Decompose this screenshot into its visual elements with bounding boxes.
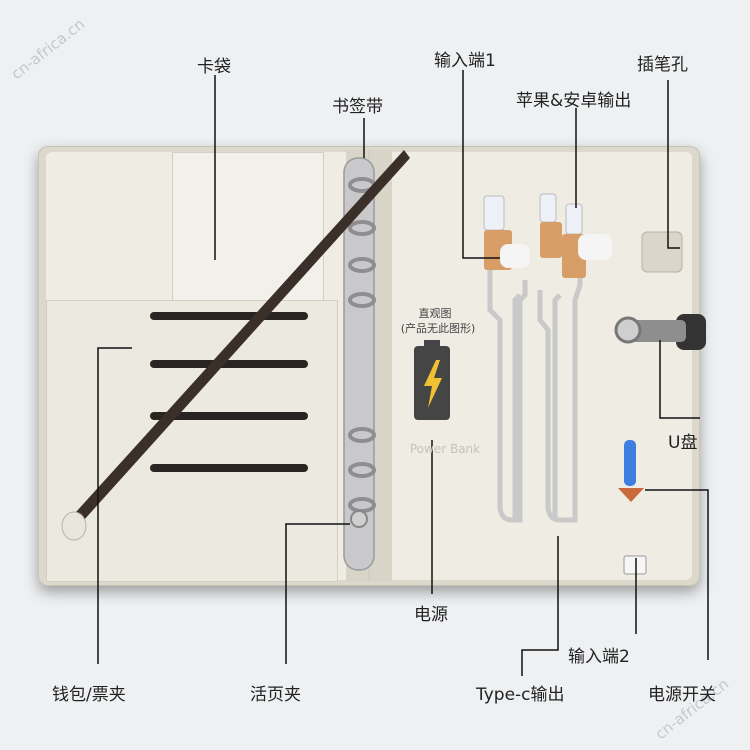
label-input2: 输入端2 bbox=[568, 647, 630, 667]
power-bank-caption-line2: (产品无此图形) bbox=[400, 322, 476, 335]
power-switch bbox=[618, 488, 644, 502]
wallet-tab bbox=[61, 511, 87, 541]
wallet-pocket bbox=[46, 300, 338, 582]
leader-lines bbox=[97, 70, 709, 676]
label-usb-disk: U盘 bbox=[668, 433, 698, 453]
lightning-connector bbox=[565, 203, 583, 235]
bookmark-ribbon bbox=[76, 150, 410, 520]
typec-body bbox=[540, 222, 562, 258]
card-slot-2 bbox=[150, 360, 308, 368]
label-wallet: 钱包/票夹 bbox=[52, 685, 126, 705]
label-typec-output: Type-c输出 bbox=[476, 685, 565, 705]
usb-cables bbox=[487, 265, 583, 523]
usb-a-plug bbox=[483, 195, 505, 231]
cable-holder-left bbox=[500, 244, 530, 268]
label-pen-hole: 插笔孔 bbox=[637, 55, 688, 75]
binder-button bbox=[350, 510, 368, 528]
input2-port bbox=[623, 555, 647, 575]
usb-disk-ring bbox=[614, 316, 642, 344]
cable-holder-right bbox=[578, 234, 612, 260]
card-slot-3 bbox=[150, 412, 308, 420]
label-bookmark: 书签带 bbox=[332, 97, 383, 117]
power-bank-brand: Power Bank bbox=[409, 442, 481, 456]
label-apple-android-output: 苹果&安卓输出 bbox=[516, 91, 632, 111]
label-input1: 输入端1 bbox=[434, 51, 496, 71]
power-bank-caption-line1: 直观图 bbox=[418, 307, 452, 320]
led-indicator bbox=[624, 440, 636, 486]
card-slot-4 bbox=[150, 464, 308, 472]
typec-connector bbox=[539, 193, 557, 223]
label-power: 电源 bbox=[414, 605, 448, 625]
card-slot-1 bbox=[150, 312, 308, 320]
label-card-pocket: 卡袋 bbox=[197, 57, 231, 77]
label-power-switch: 电源开关 bbox=[648, 685, 716, 705]
pen-loop bbox=[641, 231, 683, 273]
label-binder: 活页夹 bbox=[250, 685, 301, 705]
usb-disk-body bbox=[626, 320, 686, 342]
